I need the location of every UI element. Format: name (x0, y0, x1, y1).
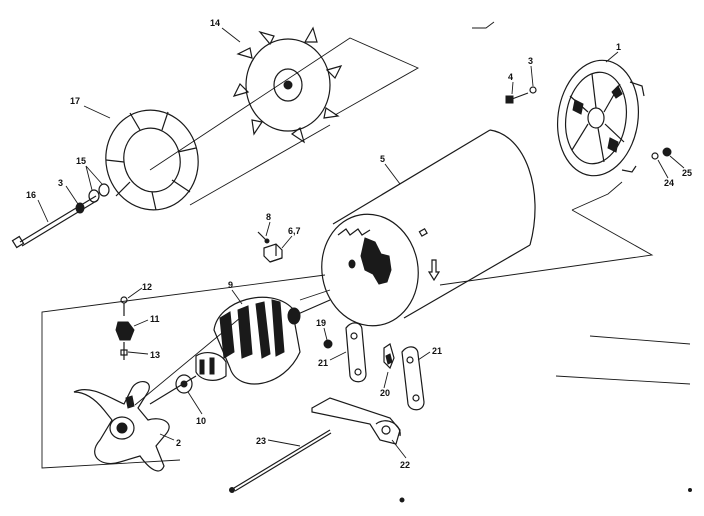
label-part-3-front: 3 (58, 178, 63, 188)
label-part-1: 1 (616, 42, 621, 52)
leader-lines (37, 27, 685, 459)
part-number-labels: 14 17 15 3 16 1 3 4 5 8 6,7 9 12 11 13 1… (26, 18, 692, 470)
label-part-21-right: 21 (432, 346, 442, 356)
screw-part-12 (120, 296, 128, 316)
clip-part-20 (383, 343, 395, 370)
nut-part-25 (662, 147, 672, 157)
washer-part-3-rear (529, 86, 537, 94)
label-part-17: 17 (70, 96, 80, 106)
scan-artifacts (399, 488, 692, 503)
bracket-part-11 (115, 321, 135, 341)
washer-part-24 (651, 152, 659, 160)
spacer-part-15 (88, 183, 110, 203)
label-part-10: 10 (196, 416, 206, 426)
screw-part-13 (120, 342, 128, 360)
label-part-19: 19 (316, 318, 326, 328)
washer-part-3-front (75, 202, 85, 214)
label-part-6-7: 6,7 (288, 226, 301, 236)
fan-impeller-part-14 (232, 26, 343, 144)
screw-part-4 (505, 92, 529, 104)
fan-shroud-part-17 (105, 109, 199, 211)
label-part-20: 20 (380, 388, 390, 398)
label-part-9: 9 (228, 280, 233, 290)
mounting-strap-part-21-left (345, 322, 367, 383)
armature-part-9 (149, 296, 331, 405)
label-part-12: 12 (142, 282, 152, 292)
label-part-21-left: 21 (318, 358, 328, 368)
bearing-part-10 (175, 374, 193, 394)
label-part-25: 25 (682, 168, 692, 178)
mounting-bracket-part-22 (311, 397, 401, 445)
label-part-22: 22 (400, 460, 410, 470)
through-bolt-part-16 (11, 195, 99, 249)
label-part-8: 8 (266, 212, 271, 222)
mounting-base-part-2 (73, 381, 170, 472)
label-part-2: 2 (176, 438, 181, 448)
mounting-strap-part-21-right (401, 346, 425, 411)
label-part-14: 14 (210, 18, 220, 28)
through-stud-part-23 (229, 429, 332, 493)
label-part-15: 15 (76, 156, 86, 166)
label-part-11: 11 (150, 314, 160, 324)
label-part-13: 13 (150, 350, 160, 360)
label-part-23: 23 (256, 436, 266, 446)
label-part-5: 5 (380, 154, 385, 164)
label-part-3-rear: 3 (528, 56, 533, 66)
end-bell-part-1 (556, 59, 645, 177)
label-part-16: 16 (26, 190, 36, 200)
assembly-guide-lines (41, 21, 691, 469)
screw-part-8 (257, 231, 270, 244)
terminal-block-part-6-7 (263, 243, 283, 263)
label-part-4: 4 (508, 72, 513, 82)
label-part-24: 24 (664, 178, 674, 188)
motor-housing-part-5 (321, 129, 536, 327)
nut-part-19 (323, 339, 333, 349)
